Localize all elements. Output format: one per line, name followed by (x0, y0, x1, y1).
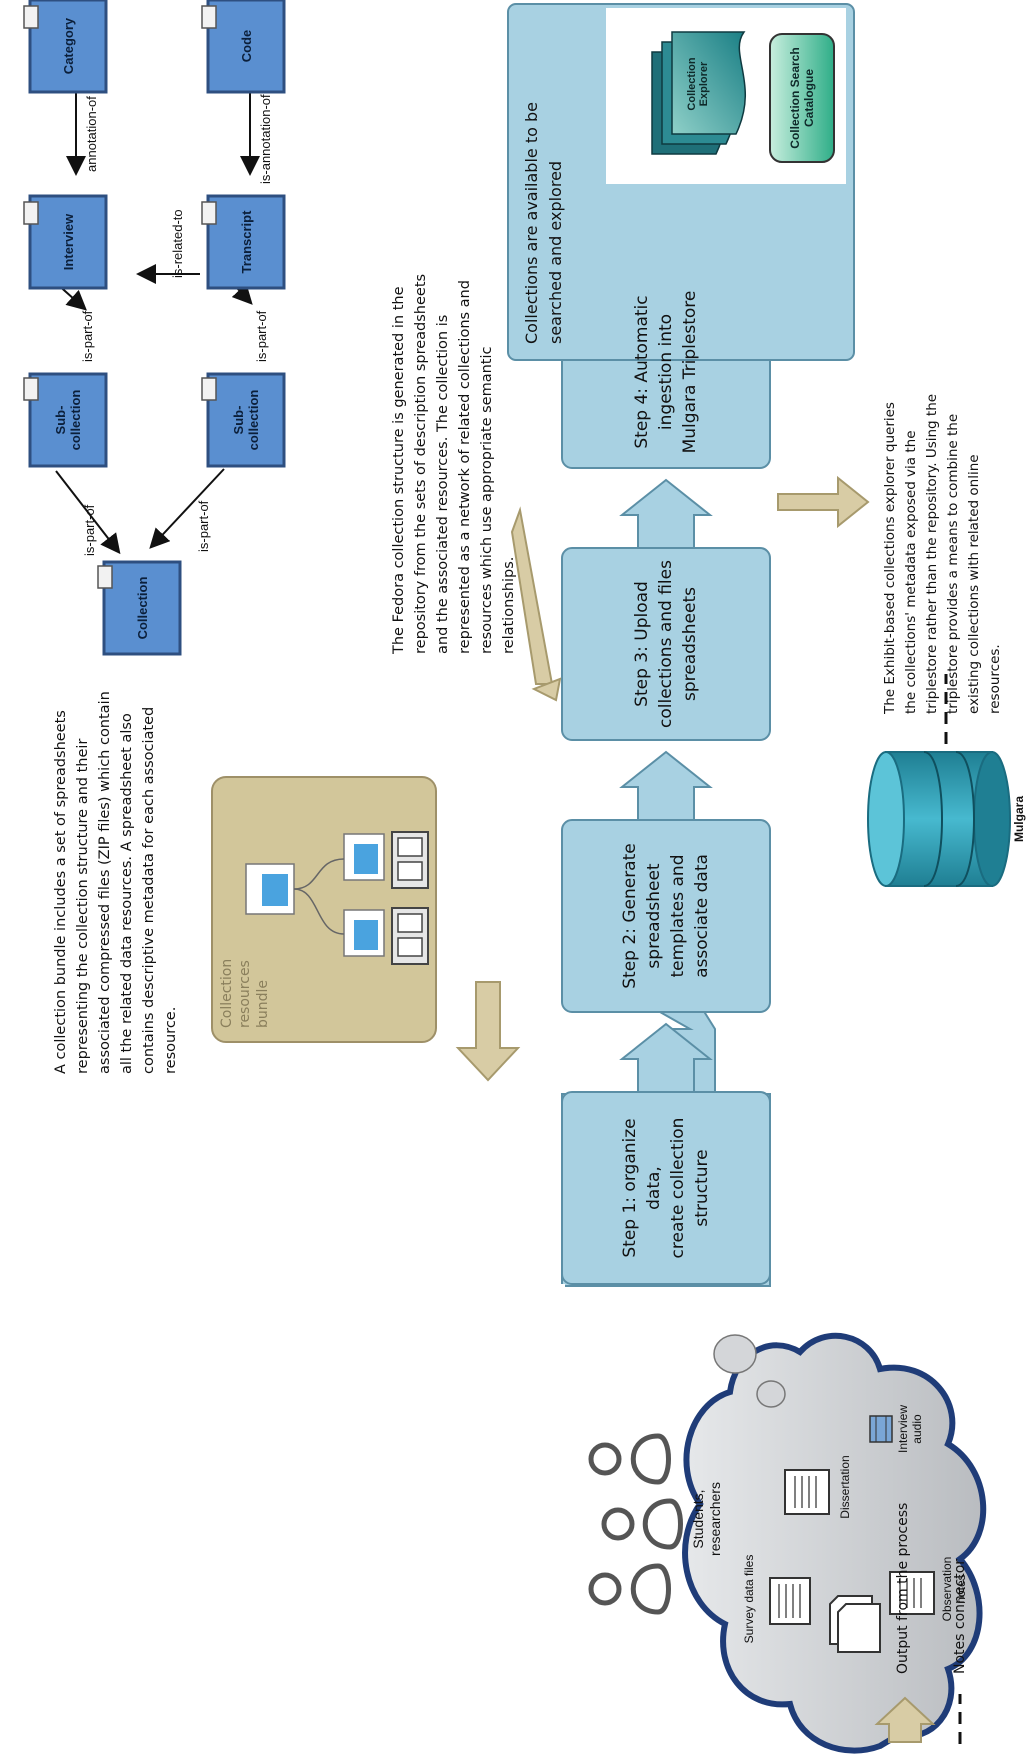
node-collection: Collection (134, 576, 150, 640)
bundle-output-arrow (455, 981, 521, 1082)
legend-output-arrow-icon (874, 1696, 936, 1743)
people-label: Students, researchers (690, 1482, 723, 1556)
exhibit-note: The Exhibit-based collections explorer q… (882, 393, 1003, 714)
survey-files-icon (769, 1577, 881, 1653)
mulgara-database-icon (867, 751, 1011, 887)
search-catalogue-icon (769, 33, 835, 163)
db-output-arrow (777, 475, 870, 529)
fedora-note: The Fedora collection structure is gener… (391, 273, 517, 654)
node-subcollection-2: Sub- collection (231, 389, 261, 451)
observation-notes-icon (889, 1571, 935, 1615)
survey-files-label: Survey data files (742, 1554, 756, 1644)
spreadsheet-icons (245, 833, 385, 957)
legend-notes-label: Notes connector (952, 1558, 968, 1674)
node-category: Category (60, 17, 76, 75)
thought-bubbles (713, 1334, 786, 1408)
dissertation-icon (784, 1469, 830, 1515)
collection-explorer-label: Collection Explorer (686, 57, 710, 111)
bundle-note: A collection bundle includes a set of sp… (53, 691, 179, 1074)
search-catalogue-label: Collection Search Catalogue (788, 47, 816, 149)
edge-label-code-transcript: is-annotation-of (258, 94, 273, 184)
node-interview: Interview (60, 213, 76, 271)
edge-label-transcript-interview: is-related-to (170, 209, 185, 278)
legend-output-label: Output from the process (895, 1502, 911, 1674)
people-icon (588, 1433, 683, 1615)
fedora-nodes (28, 0, 286, 656)
step-4-label: Step 4: Automatic ingestion into Mulgara… (632, 290, 700, 454)
step-3-label: Step 3: Upload collections and files spr… (632, 560, 700, 728)
fedora-node-tabs (23, 5, 217, 589)
bundle-label: Collection resources bundle (219, 958, 271, 1028)
edge-label-category-interview: annotation-of (84, 96, 99, 172)
step-1-label: Step 1: organize data, create collection… (620, 1117, 712, 1259)
node-code: Code (238, 29, 254, 63)
zip-file-icons (391, 831, 429, 965)
edge-label-transcript-sub2: is-part-of (254, 310, 269, 362)
output-box-text: Collections are available to be searched… (522, 102, 565, 344)
edge-label-interview-sub1: is-part-of (80, 310, 95, 362)
node-transcript: Transcript (238, 210, 254, 274)
collection-explorer-icon (651, 31, 746, 155)
step-2-label: Step 2: Generate spreadsheet templates a… (620, 843, 712, 989)
dissertation-label: Dissertation (838, 1455, 852, 1519)
fedora-output-arrow (510, 506, 562, 702)
thought-cloud (682, 1332, 987, 1754)
edge-label-sub1-collection: is-part-of (82, 504, 97, 556)
interview-audio-icon (869, 1415, 893, 1443)
edge-label-sub2-collection: is-part-of (196, 500, 211, 552)
database-label: Mulgara (1012, 796, 1026, 843)
node-subcollection-1: Sub- collection (53, 389, 83, 451)
interview-audio-label: Interview audio (896, 1404, 924, 1454)
